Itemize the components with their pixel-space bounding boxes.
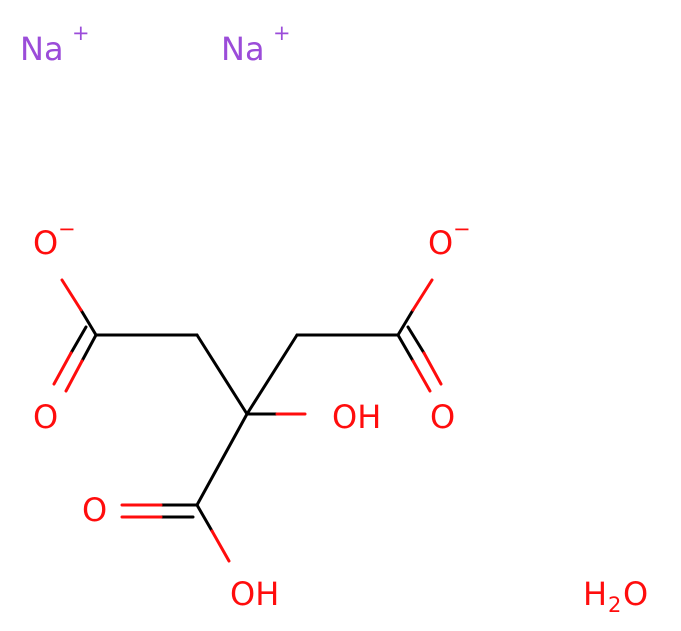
bond-c6-oh-red [210,529,231,563]
bond-c5-o-minus-red [411,278,434,312]
central-oh-symbol: OH [332,398,381,436]
sodium-charge-1: + [72,21,90,45]
bond-c5-o-minus-black [396,308,415,337]
carboxylic-acid: O OH [82,491,279,613]
acid-oh-symbol: OH [230,575,279,613]
bond-c5-o-double-black-a [396,333,415,363]
sodium-symbol-2: Na [221,30,265,68]
right-o-anion-charge: − [453,217,471,241]
left-carboxylate: O − O [33,217,98,436]
water-molecule: H 2 O [583,575,648,617]
bond-c1-o-minus-black [79,308,98,337]
bond-c1-o-double-black-a [80,333,98,363]
bond-c1-o-double-black-b [69,325,88,355]
sodium-ion-1: Na + [20,21,90,68]
water-h-subscript: 2 [608,593,621,617]
bond-c6-oh-black [195,503,214,533]
water-o-symbol: O [623,575,648,613]
right-carboxylate: O − O [396,217,471,436]
bond-c1-o-minus-red [60,278,83,312]
right-o-anion-symbol: O [428,224,453,262]
acid-o-double-symbol: O [82,491,107,529]
bond-c5-o-double-red-b [422,351,443,386]
carbon-skeleton [94,333,400,507]
sodium-symbol-1: Na [20,30,64,68]
bond-c5-o-double-black-b [406,325,426,355]
sodium-charge-2: + [273,21,291,45]
central-hydroxyl: OH [245,398,381,436]
bond-c1-o-double-red-a [64,359,84,393]
bond-c3-c4 [245,333,299,416]
bond-c2-c3 [195,333,249,416]
bond-c5-o-double-red-a [411,359,432,393]
bond-c1-o-double-red-b [52,351,73,386]
left-o-double-symbol: O [33,398,58,436]
left-o-anion-symbol: O [33,224,58,262]
left-o-anion-charge: − [58,217,76,241]
sodium-ion-2: Na + [221,21,291,68]
water-h-symbol: H [583,575,607,613]
right-o-double-symbol: O [430,398,455,436]
bond-c3-c6 [195,412,249,507]
